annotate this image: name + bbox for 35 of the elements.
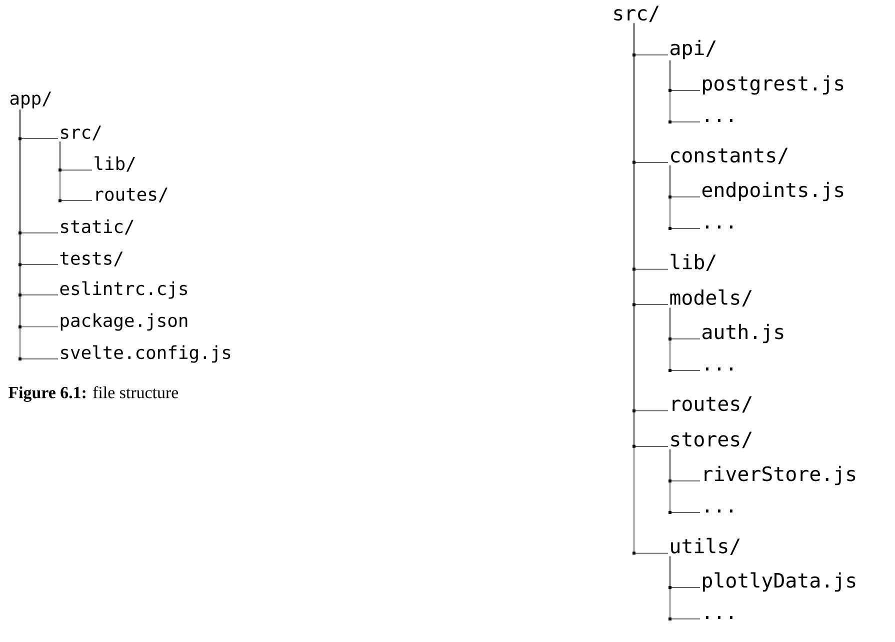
tree-entry: static/ [61, 219, 134, 235]
tree-entry: plotlyData.js [703, 572, 856, 592]
tree-entry: models/ [670, 289, 752, 307]
tree-entry: auth.js [702, 324, 784, 344]
tree-connector [58, 141, 92, 202]
tree-connector [668, 449, 700, 514]
figure-caption: Figure 6.1: file structure [8, 386, 178, 402]
tree-entry: package.json [60, 313, 188, 331]
tree-entry: api/ [670, 40, 716, 60]
tree-entry: ... [706, 368, 732, 370]
tree-connector [632, 23, 668, 555]
tree-entry: postgrest.js [703, 75, 844, 95]
tree-entry: routes/ [96, 188, 168, 202]
tree-connector [668, 556, 700, 620]
tree-entry: routes/ [672, 396, 752, 413]
tree-entry: ... [706, 616, 732, 619]
tree-entry: svelte.config.js [61, 345, 230, 363]
tree-connector [668, 60, 700, 124]
tree-entry: src/ [614, 6, 659, 22]
tree-entry: constants/ [671, 148, 788, 164]
tree-entry: src/ [61, 126, 102, 140]
tree-entry: ... [706, 226, 732, 228]
tree-entry: endpoints.js [702, 182, 844, 202]
tree-entry: riverStore.js [704, 466, 856, 486]
tree-entry: ... [706, 119, 732, 122]
tree-entry: lib/ [94, 156, 136, 172]
tree-connector [668, 307, 700, 372]
tree-entry: eslintrc.cjs [60, 281, 187, 299]
tree-entry: ... [706, 510, 732, 512]
tree-connector [668, 165, 700, 230]
tree-entry: stores/ [671, 432, 752, 448]
tree-entry: tests/ [60, 252, 123, 266]
tree-entry: app/ [10, 92, 52, 108]
tree-entry: lib/ [670, 254, 716, 272]
tree-entry: utils/ [671, 538, 740, 556]
